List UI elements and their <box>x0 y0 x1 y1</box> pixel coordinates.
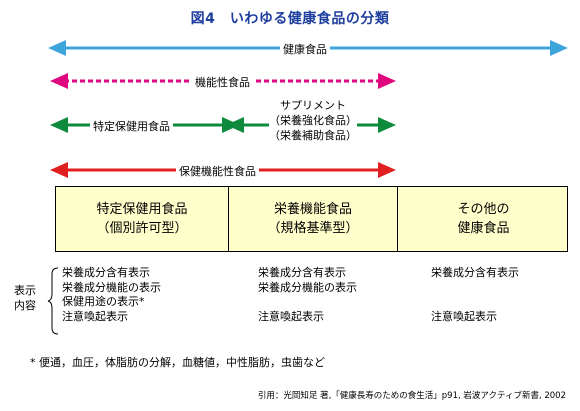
supplement-label: サプリメント （栄養強化食品） （栄養補助食品） <box>266 98 360 143</box>
hoken-kinou-label: 保健機能性食品 <box>176 163 259 179</box>
hoken-kinou-arrow-right-head <box>378 162 396 178</box>
supplement-label-line2: （栄養強化食品） <box>269 113 357 128</box>
health-food-label: 健康食品 <box>280 41 330 57</box>
labeling-item <box>258 295 357 310</box>
table-cell-other-line2: 健康食品 <box>457 221 510 236</box>
labeling-item: 保健用途の表示* <box>62 295 145 308</box>
health-food-arrow-left-head <box>48 40 66 56</box>
figure-title: 図4 いわゆる健康食品の分類 <box>190 11 390 27</box>
citation: 引用：光岡知足 著,「健康長寿のための食生活」p91, 岩波アクティブ新書, 2… <box>257 391 566 401</box>
table-cell-eiyou: 栄養機能食品 （規格基準型） <box>229 187 398 251</box>
supplement-label-line3: （栄養補助食品） <box>269 128 357 143</box>
labeling-item <box>431 295 519 310</box>
labeling-column-eiyou: 栄養成分含有表示 栄養成分機能の表示 注意喚起表示 <box>258 266 357 324</box>
table-cell-other: その他の 健康食品 <box>398 187 569 251</box>
labeling-item: 注意喚起表示 <box>431 309 497 323</box>
arrow-diagram <box>48 40 568 178</box>
table-cell-eiyou-line2: （規格基準型） <box>267 221 359 236</box>
labeling-side-label-line2: 内容 <box>14 299 36 312</box>
table-cell-other-line1: その他の <box>457 202 510 217</box>
hoken-kinou-arrow-left-head <box>50 162 68 178</box>
functional-arrow-left-head <box>50 73 68 89</box>
labeling-column-other: 栄養成分含有表示 注意喚起表示 <box>431 266 519 324</box>
labeling-item: 注意喚起表示 <box>62 309 128 323</box>
tokutei-label: 特定保健用食品 <box>90 118 173 134</box>
table-cell-tokutei-line2: （個別許可型） <box>96 221 188 236</box>
footnote: * 便通，血圧，体脂肪の分解，血糖値，中性脂肪，虫歯など <box>30 356 325 369</box>
labeling-side-label-line1: 表示 <box>14 284 36 297</box>
supplement-arrow-left-head <box>226 117 244 133</box>
supplement-arrow-right-head <box>378 117 396 133</box>
labeling-side-label: 表示 内容 <box>14 283 36 313</box>
table-cell-eiyou-line1: 栄養機能食品 <box>273 202 352 217</box>
brace-icon <box>47 267 59 335</box>
classification-table: 特定保健用食品 （個別許可型） 栄養機能食品 （規格基準型） その他の 健康食品 <box>55 186 568 252</box>
table-cell-tokutei-line1: 特定保健用食品 <box>96 202 188 217</box>
labeling-item: 注意喚起表示 <box>258 309 324 323</box>
functional-food-label: 機能性食品 <box>192 74 253 90</box>
labeling-item: 栄養成分含有表示 <box>431 266 519 279</box>
labeling-item <box>431 281 519 296</box>
labeling-column-tokutei: 栄養成分含有表示 栄養成分機能の表示 保健用途の表示* 注意喚起表示 <box>62 266 161 324</box>
table-cell-tokutei: 特定保健用食品 （個別許可型） <box>56 187 229 251</box>
supplement-label-line1: サプリメント <box>269 98 357 113</box>
tokutei-arrow-left-head <box>50 117 68 133</box>
functional-arrow-right-head <box>378 73 396 89</box>
labeling-item: 栄養成分機能の表示 <box>258 280 357 294</box>
labeling-item: 栄養成分機能の表示 <box>62 280 161 294</box>
health-food-arrow-right-head <box>550 40 568 56</box>
labeling-item: 栄養成分含有表示 <box>258 266 346 279</box>
labeling-item: 栄養成分含有表示 <box>62 266 150 279</box>
